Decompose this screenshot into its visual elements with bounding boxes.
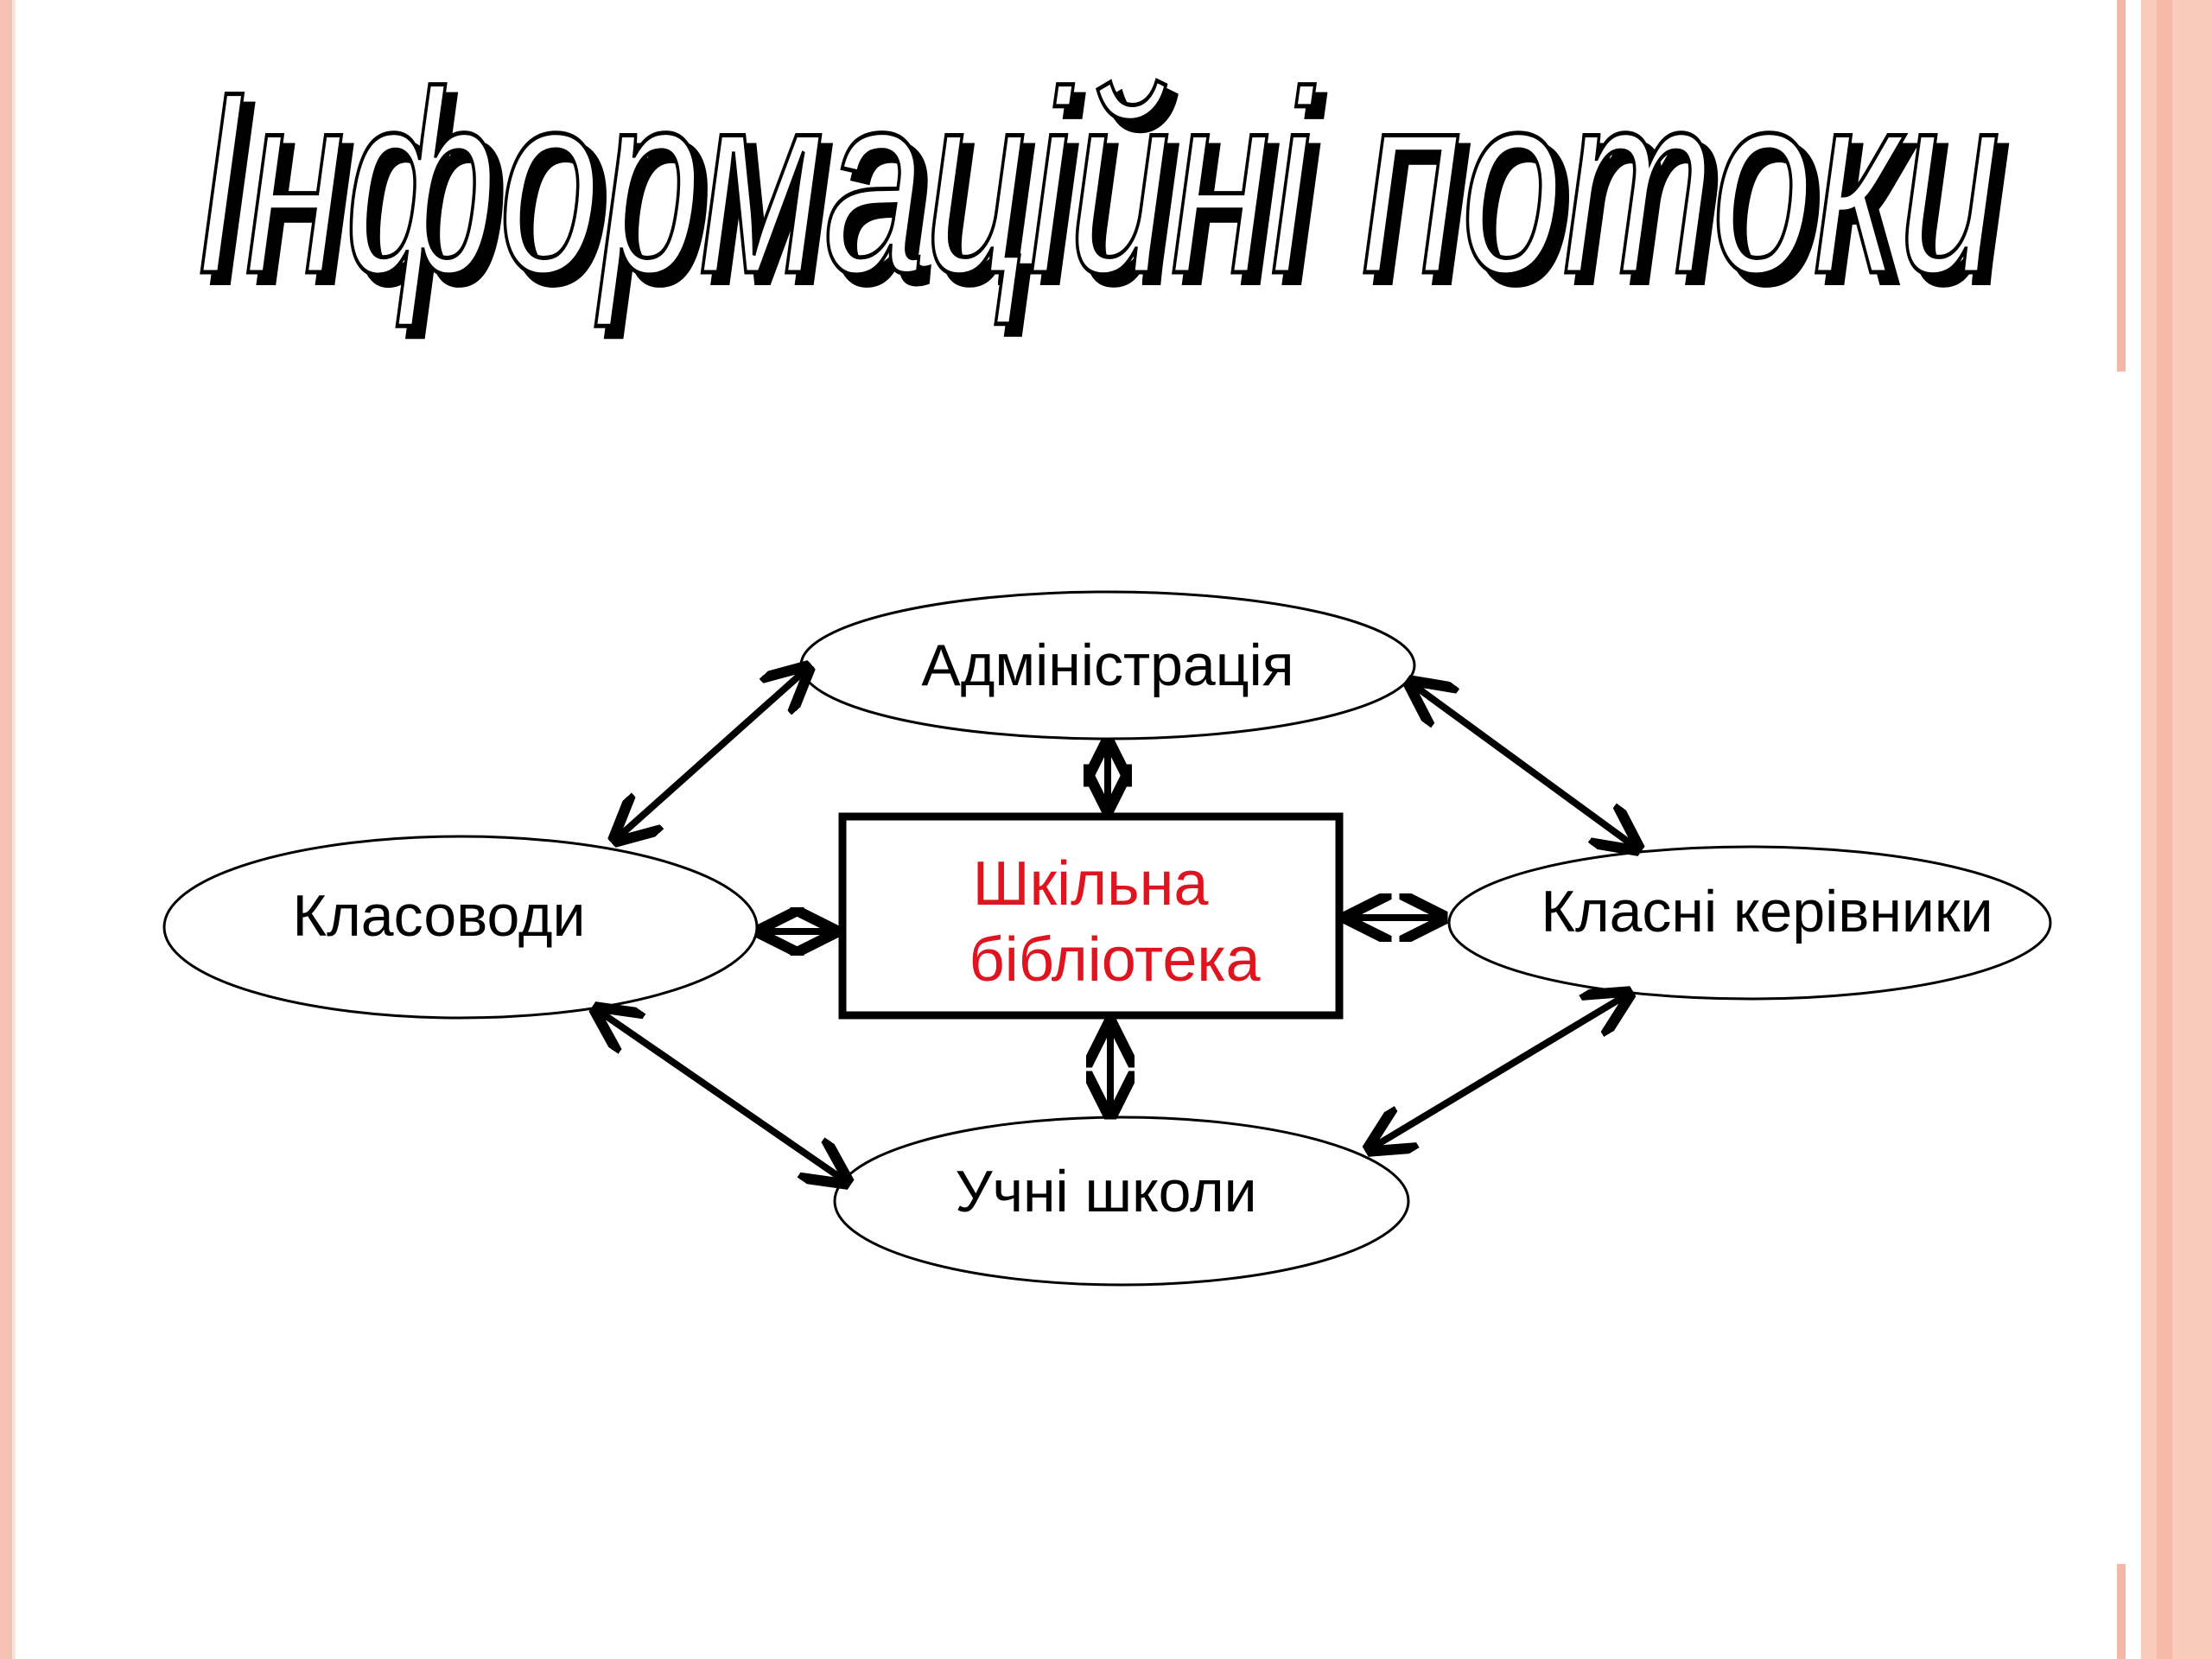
node-right-ellipse xyxy=(1447,845,2052,1001)
right-decor-thin-stripe-bottom xyxy=(2117,1564,2126,1659)
node-left-label: Класоводи xyxy=(292,883,585,949)
right-decor-thick-stripe xyxy=(2141,0,2212,1659)
node-right: Класні керівники xyxy=(1447,845,2052,1001)
node-bottom: Учні школи xyxy=(833,1116,1410,1287)
arrow-top-left xyxy=(615,668,808,840)
node-left: Класоводи xyxy=(162,835,759,1020)
node-bottom-label: Учні школи xyxy=(955,1159,1256,1224)
node-top: Адміністрація xyxy=(799,590,1416,741)
node-right-label: Класні керівники xyxy=(1541,879,1993,944)
arrow-left-bottom xyxy=(596,1009,847,1182)
node-center-box xyxy=(838,812,1344,1020)
node-center-label-line1: Шкільна xyxy=(973,849,1210,918)
arrow-top-right xyxy=(1410,683,1637,849)
left-decor-stripe xyxy=(0,0,12,1659)
node-top-label: Адміністрація xyxy=(921,632,1294,698)
page-title: Інформаційні потоки Інформаційні потоки xyxy=(193,35,2014,342)
page-title-text: Інформаційні потоки xyxy=(194,37,2000,329)
node-center: Шкільна бібліотека xyxy=(838,812,1344,1020)
right-decor-inner-stripe xyxy=(2157,0,2172,1659)
left-decor-stripe-edge xyxy=(12,0,16,1659)
page-title-shadow: Інформаційні потоки xyxy=(205,48,2011,340)
arrow-right-bottom xyxy=(1370,994,1629,1149)
right-decor-thin-stripe-top xyxy=(2117,0,2126,372)
node-center-label-line2: бібліотека xyxy=(969,925,1261,995)
